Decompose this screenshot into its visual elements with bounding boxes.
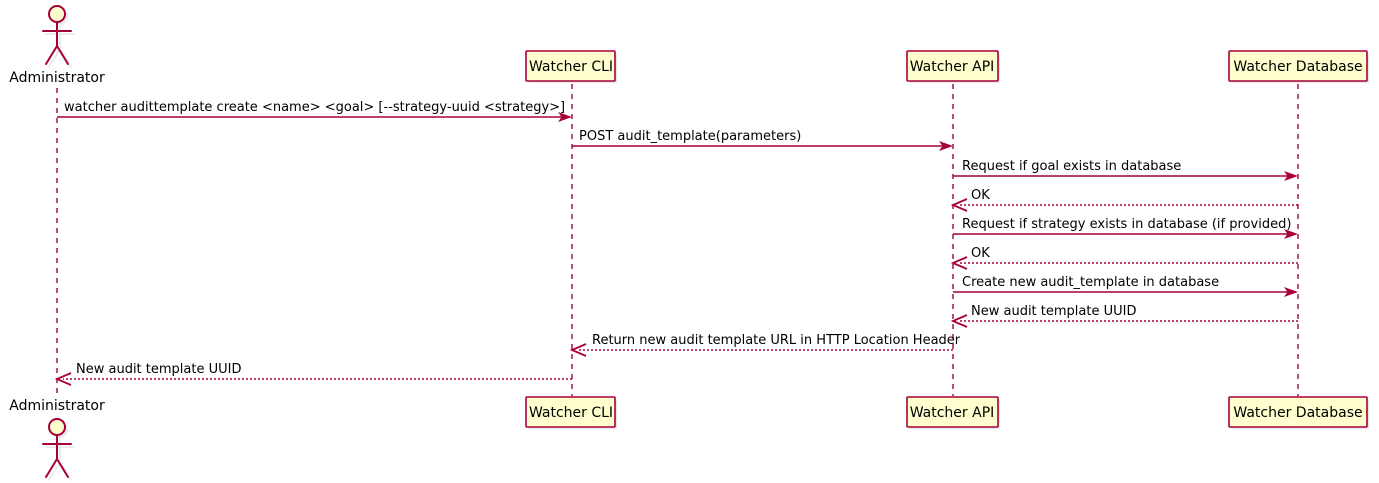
participant-box-watcher-cli-top[interactable]: Watcher CLI [525, 50, 617, 83]
message-2-label: POST audit_template(parameters) [579, 129, 801, 144]
message-9-arrowhead [569, 343, 587, 357]
participant-label-watcher-cli-bottom: Watcher CLI [529, 405, 613, 421]
participant-box-rect [525, 396, 616, 428]
participant-label-watcher-database-bottom: Watcher Database [1233, 405, 1362, 421]
message-8-arrowhead [950, 314, 968, 328]
participant-box-rect [1228, 50, 1368, 82]
message-3-arrowhead [1284, 171, 1298, 181]
participant-box-rect [525, 50, 616, 82]
message-2-arrowhead [939, 141, 953, 151]
message-6[interactable]: OK [950, 246, 1298, 270]
message-7[interactable]: Create new audit_template in database [953, 275, 1298, 297]
participant-box-watcher-api-top[interactable]: Watcher API [906, 50, 1000, 83]
message-7-label: Create new audit_template in database [962, 275, 1219, 290]
participant-box-watcher-api-bottom[interactable]: Watcher API [906, 396, 1000, 429]
participant-label-watcher-api-bottom: Watcher API [910, 405, 995, 421]
message-9-label: Return new audit template URL in HTTP Lo… [592, 333, 961, 348]
message-1-label: watcher audittemplate create <name> <goa… [64, 100, 565, 115]
actor-body-icon [42, 21, 72, 65]
message-1[interactable]: watcher audittemplate create <name> <goa… [57, 100, 572, 122]
message-3[interactable]: Request if goal exists in database [953, 159, 1298, 181]
participant-label-watcher-database-top: Watcher Database [1233, 59, 1362, 75]
message-4[interactable]: OK [950, 188, 1298, 212]
message-4-label: OK [971, 188, 990, 203]
participant-box-watcher-cli-bottom[interactable]: Watcher CLI [525, 396, 617, 429]
message-6-arrowhead [950, 256, 968, 270]
message-8[interactable]: New audit template UUID [950, 304, 1298, 328]
message-9[interactable]: Return new audit template URL in HTTP Lo… [569, 333, 961, 357]
message-5[interactable]: Request if strategy exists in database (… [953, 217, 1298, 239]
message-7-arrowhead [1284, 287, 1298, 297]
message-1-arrowhead [558, 112, 572, 122]
message-6-label: OK [971, 246, 990, 261]
actor-administrator-bottom[interactable]: Administrator [9, 398, 105, 481]
participant-box-rect [1228, 396, 1368, 428]
participant-box-rect [906, 50, 999, 82]
actor-administrator-top[interactable]: Administrator [9, 5, 105, 86]
participant-label-watcher-cli-top: Watcher CLI [529, 59, 613, 75]
lifelines [56, 84, 1299, 396]
message-10-label: New audit template UUID [76, 362, 241, 377]
participant-label-watcher-api-top: Watcher API [910, 59, 995, 75]
message-5-arrowhead [1284, 229, 1298, 239]
actor-head-icon [48, 5, 66, 23]
participant-box-watcher-database-bottom[interactable]: Watcher Database [1228, 396, 1369, 429]
message-3-label: Request if goal exists in database [962, 159, 1181, 174]
participant-box-watcher-database-top[interactable]: Watcher Database [1228, 50, 1369, 83]
message-2[interactable]: POST audit_template(parameters) [572, 129, 953, 151]
message-10[interactable]: New audit template UUID [54, 362, 572, 386]
participant-box-rect [906, 396, 999, 428]
actor-head-icon [48, 418, 66, 436]
message-8-label: New audit template UUID [971, 304, 1136, 319]
message-10-arrowhead [54, 372, 72, 386]
actor-label-administrator-top: Administrator [9, 70, 105, 86]
message-4-arrowhead [950, 198, 968, 212]
actor-label-administrator-bottom: Administrator [9, 398, 105, 414]
message-5-label: Request if strategy exists in database (… [962, 217, 1291, 232]
actor-body-icon [42, 434, 72, 478]
